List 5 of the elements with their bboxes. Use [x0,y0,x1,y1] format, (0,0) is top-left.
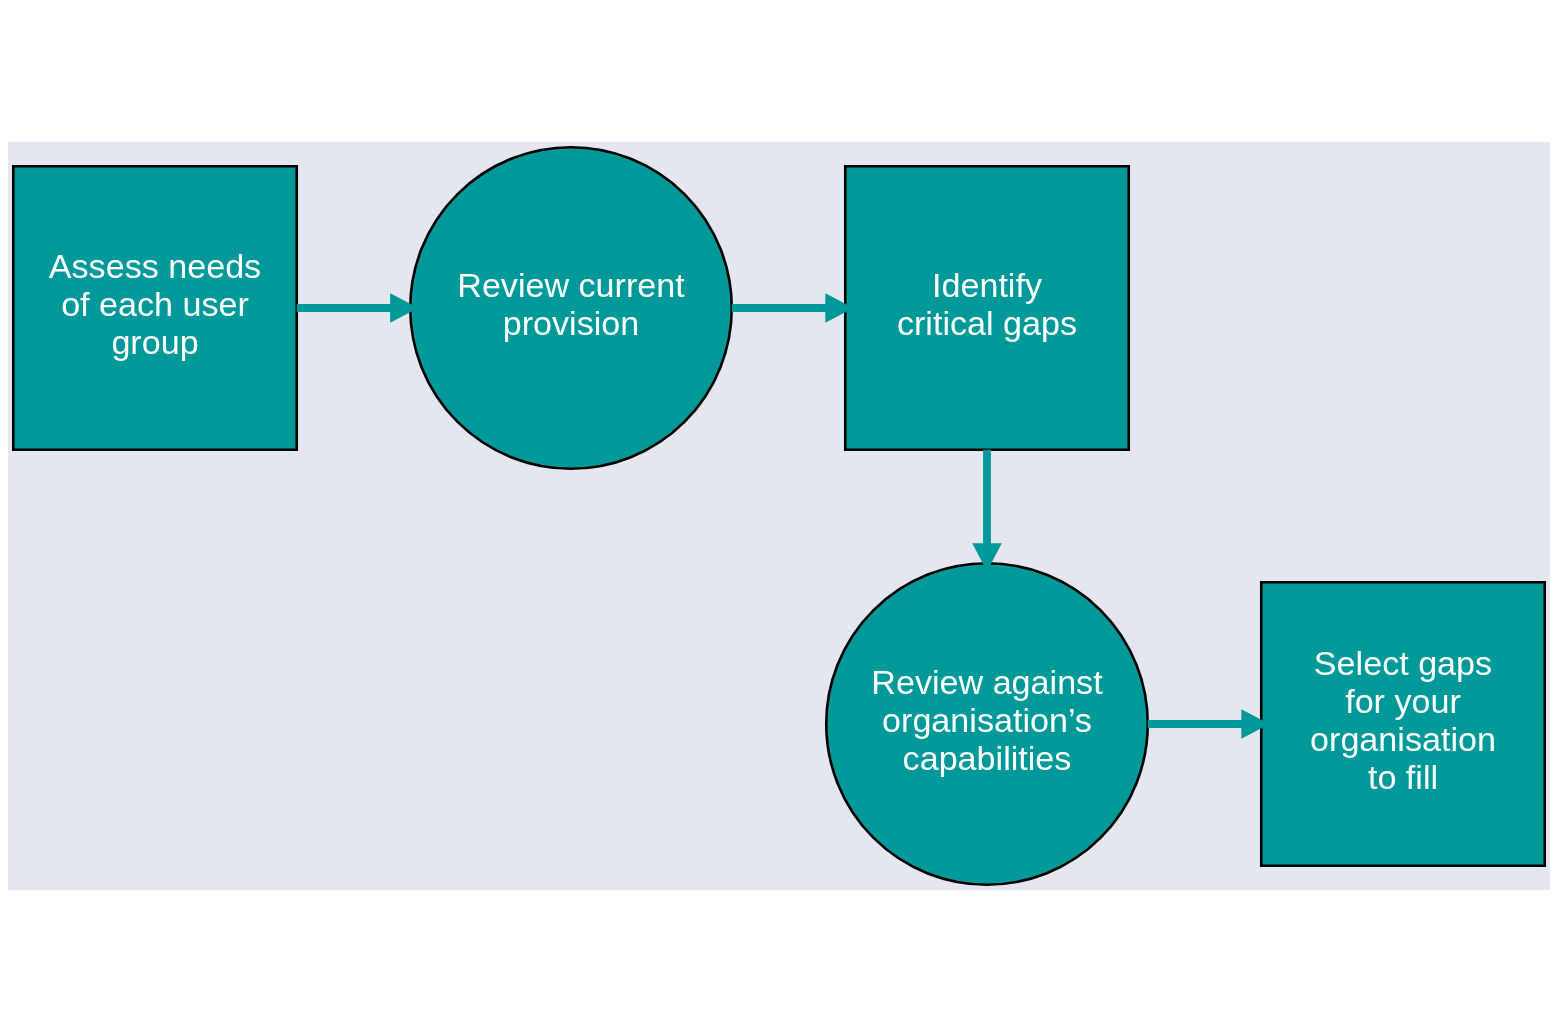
node-circle: Review current provision [408,145,734,471]
node-box: Select gaps for your organisation to fill [1259,580,1547,868]
node-box: Assess needs of each user group [11,164,299,452]
node-box: Identify critical gaps [843,164,1131,452]
node-circle: Review against organisation’s capabilities [824,561,1150,887]
